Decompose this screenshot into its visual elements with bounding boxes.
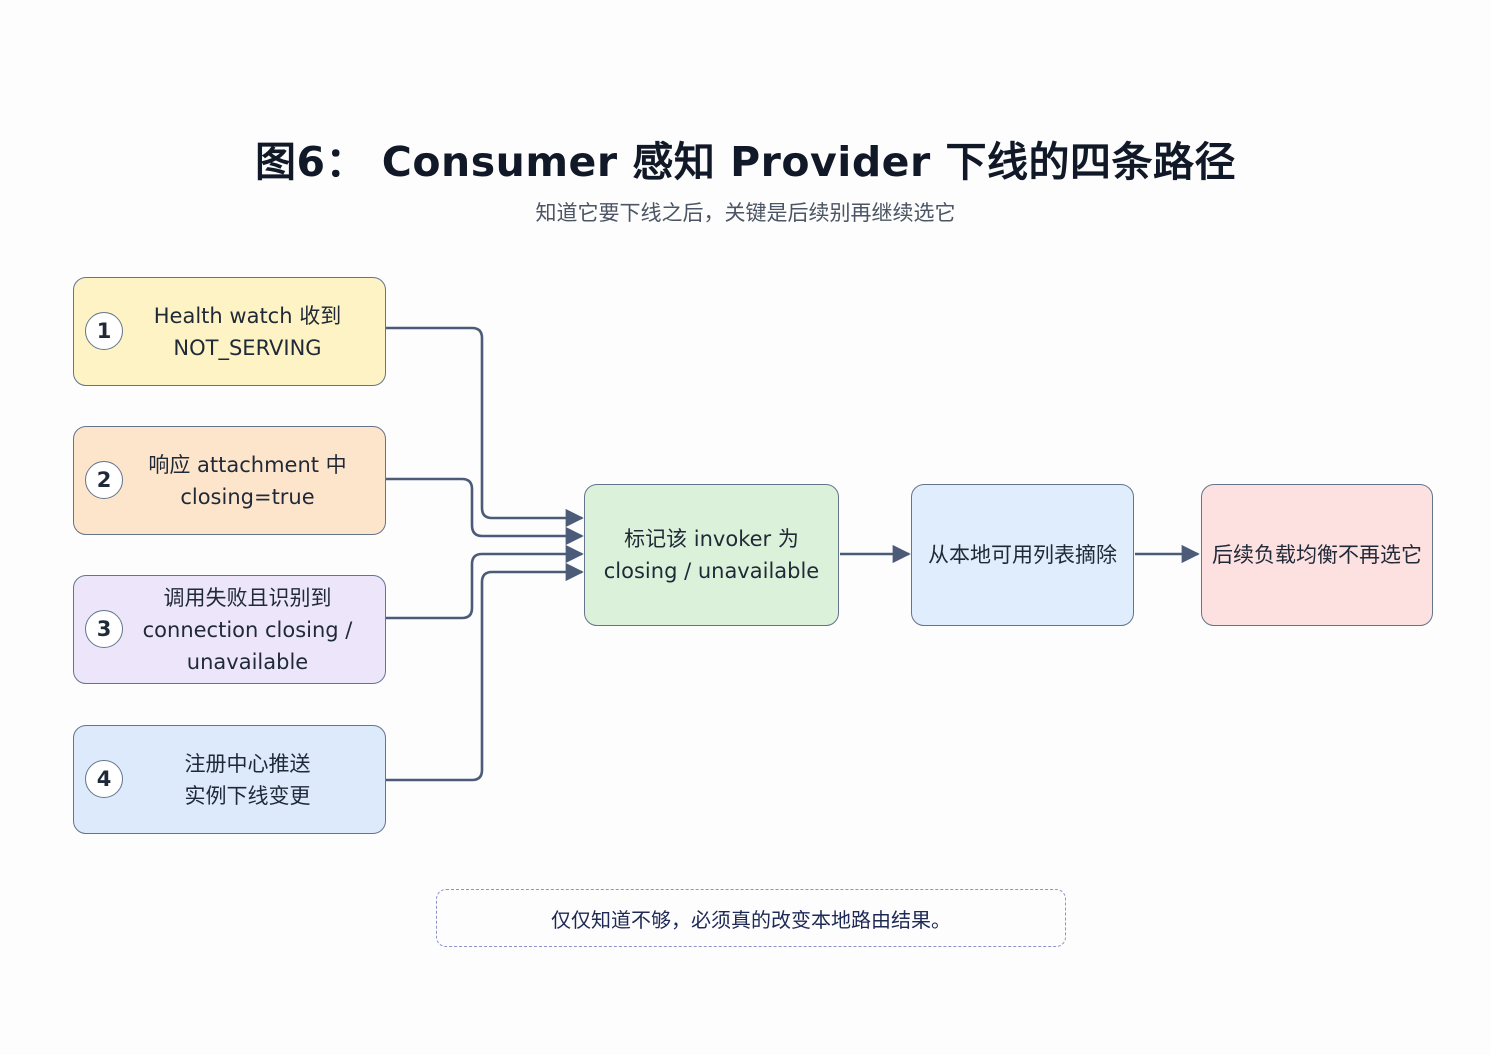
connector-source-4 — [386, 562, 584, 782]
source-attachment-closing: 2 响应 attachment 中 closing=true — [73, 426, 386, 535]
connector-source-3 — [386, 544, 584, 620]
connector-source-2 — [386, 477, 584, 546]
footnote-box: 仅仅知道不够，必须真的改变本地路由结果。 — [436, 889, 1066, 947]
lb-skip-box: 后续负载均衡不再选它 — [1201, 484, 1433, 626]
mark-invoker-unavailable-box: 标记该 invoker 为 closing / unavailable — [584, 484, 839, 626]
step-number-badge: 3 — [85, 609, 123, 648]
step-number-badge: 1 — [85, 311, 123, 350]
source-label: 响应 attachment 中 closing=true — [148, 452, 347, 509]
step-number-badge: 2 — [85, 460, 123, 499]
step-number-badge: 4 — [85, 759, 123, 798]
page-subtitle: 知道它要下线之后，关键是后续别再继续选它 — [535, 201, 956, 225]
page-title: 图6： Consumer 感知 Provider 下线的四条路径 — [254, 138, 1236, 186]
source-label: 注册中心推送 实例下线变更 — [184, 751, 311, 808]
source-label: 调用失败且识别到 connection closing / unavailabl… — [142, 585, 353, 674]
connector-source-1 — [386, 326, 584, 528]
source-health-watch: 1 Health watch 收到 NOT_SERVING — [73, 277, 386, 386]
source-call-failure: 3 调用失败且识别到 connection closing / unavaila… — [73, 575, 386, 684]
remove-from-list-box: 从本地可用列表摘除 — [911, 484, 1134, 626]
source-label: Health watch 收到 NOT_SERVING — [153, 303, 342, 360]
source-registry-push: 4 注册中心推送 实例下线变更 — [73, 725, 386, 834]
